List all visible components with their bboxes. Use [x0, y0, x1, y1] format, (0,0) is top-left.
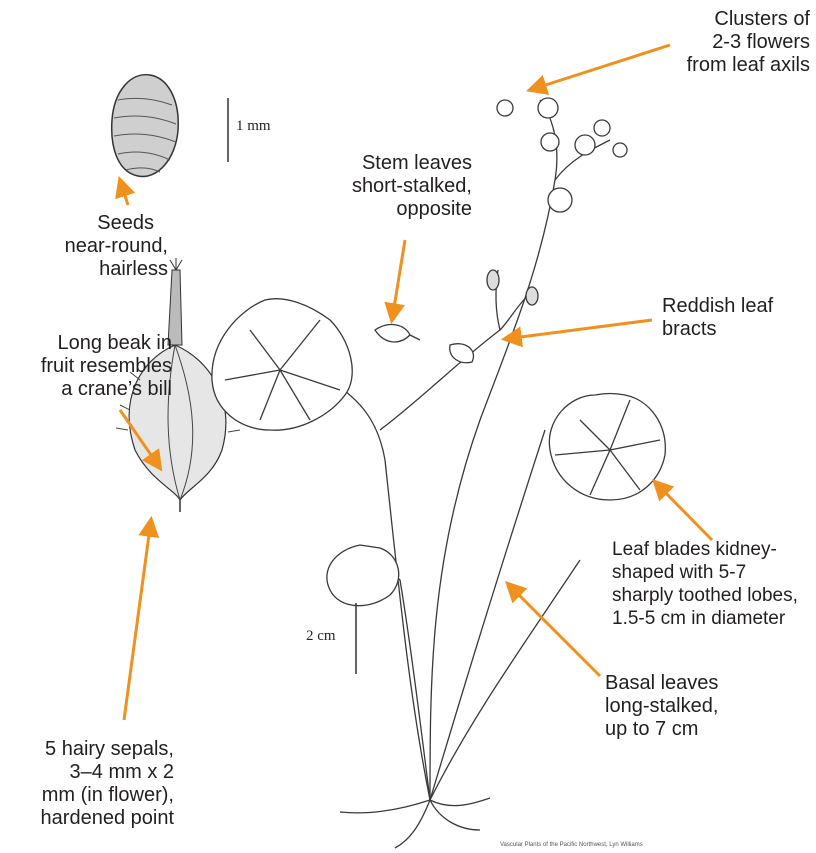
label-stem-leaves-line: Stem leaves [300, 152, 472, 175]
label-seeds: Seeds near-round, hairless [20, 212, 168, 281]
label-leaf-blades-line: 1.5-5 cm in diameter [612, 607, 798, 630]
label-clusters-line: Clusters of [610, 8, 810, 31]
illustration-credit: Vascular Plants of the Pacific Northwest… [500, 842, 643, 848]
label-sepals-line: 5 hairy sepals, [20, 738, 174, 761]
label-seeds-line: near-round, [20, 235, 168, 258]
arrow-bracts [505, 320, 652, 339]
label-stem-leaves-line: opposite [300, 198, 472, 221]
arrow-sepals [124, 520, 151, 720]
seed-illustration [112, 75, 179, 177]
label-leaf-blades: Leaf blades kidney- shaped with 5-7 shar… [612, 538, 798, 630]
arrow-leaf-blades [655, 482, 712, 540]
label-basal-line: Basal leaves [605, 672, 718, 695]
label-bracts-line: Reddish leaf [662, 295, 773, 318]
label-long-beak-line: a crane’s bill [10, 378, 172, 401]
label-seeds-line: hairless [20, 258, 168, 281]
arrow-stem-leaves [392, 240, 405, 320]
label-sepals-line: hardened point [20, 807, 174, 830]
label-stem-leaves: Stem leaves short-stalked, opposite [300, 152, 472, 221]
label-leaf-blades-line: sharply toothed lobes, [612, 584, 798, 607]
label-basal-line: up to 7 cm [605, 718, 718, 741]
label-sepals: 5 hairy sepals, 3–4 mm x 2 mm (in flower… [20, 738, 174, 830]
label-sepals-line: 3–4 mm x 2 [20, 761, 174, 784]
label-long-beak-line: Long beak in [10, 332, 172, 355]
arrow-seeds [120, 180, 128, 205]
label-bracts: Reddish leaf bracts [662, 295, 773, 341]
label-long-beak-line: fruit resembles [10, 355, 172, 378]
label-sepals-line: mm (in flower), [20, 784, 174, 807]
label-basal: Basal leaves long-stalked, up to 7 cm [605, 672, 718, 741]
label-seeds-line: Seeds [20, 212, 168, 235]
label-stem-leaves-line: short-stalked, [300, 175, 472, 198]
label-long-beak: Long beak in fruit resembles a crane’s b… [10, 332, 172, 401]
label-leaf-blades-line: Leaf blades kidney- [612, 538, 798, 561]
label-leaf-blades-line: shaped with 5-7 [612, 561, 798, 584]
label-basal-line: long-stalked, [605, 695, 718, 718]
label-bracts-line: bracts [662, 318, 773, 341]
label-clusters-line: from leaf axils [610, 54, 810, 77]
label-clusters-line: 2-3 flowers [610, 31, 810, 54]
label-clusters: Clusters of 2-3 flowers from leaf axils [610, 8, 810, 77]
seed-scale-label: 1 mm [236, 118, 271, 135]
plant-scale-label: 2 cm [306, 628, 336, 645]
